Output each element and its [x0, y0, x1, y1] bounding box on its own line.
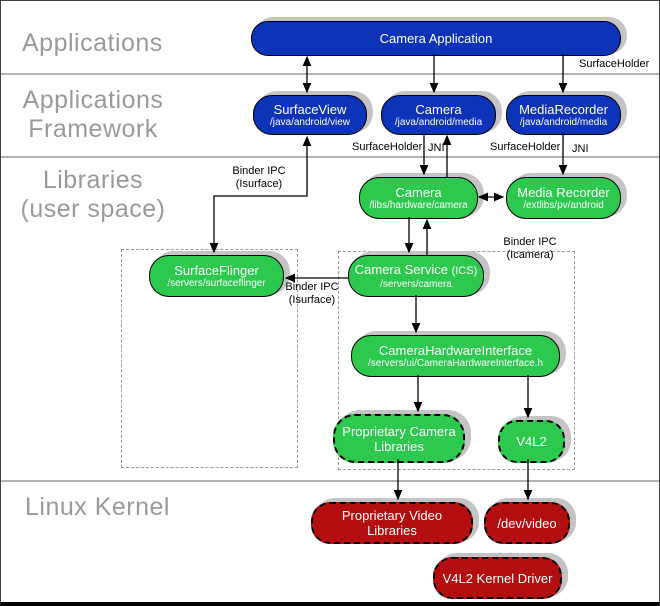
layer-label-libraries: Libraries (user space) [17, 166, 169, 224]
node-v4l2-kernel-driver: V4L2 Kernel Driver [433, 557, 562, 599]
node-camera-service-title: Camera Service (ICS) [354, 261, 478, 277]
separator-applications-framework [1, 73, 659, 75]
layer-label-linux-kernel: Linux Kernel [25, 493, 170, 521]
node-proprietary-video-libraries-title: Proprietary Video Libraries [341, 508, 443, 538]
node-proprietary-camera-libraries-title: Proprietary Camera Libraries [342, 423, 456, 454]
node-v4l2-kernel-driver-title: V4L2 Kernel Driver [442, 570, 553, 586]
node-surfaceview-title: SurfaceView [273, 101, 347, 117]
node-camera-libs: Camera /libs/hardware/camera [359, 177, 478, 219]
node-camera-hardware-interface-path: /servers/ui/CameraHardwareInterface.h [367, 357, 544, 369]
node-camera-hardware-interface: CameraHardwareInterface /servers/ui/Came… [351, 335, 560, 377]
separator-framework-libraries [1, 156, 659, 158]
surfaceflinger-group-box [121, 249, 298, 468]
node-camera-libs-path: /libs/hardware/camera [369, 199, 468, 211]
layer-label-framework-line1: Applications [22, 86, 164, 114]
edge-label-binder-ipc-isurface-upper-line1: Binder IPC [232, 165, 286, 177]
node-v4l2-title: V4L2 [516, 434, 547, 449]
layer-label-applications-framework: Applications Framework [17, 86, 169, 144]
node-media-recorder-native-title: Media Recorder [517, 184, 610, 200]
node-camera-service-suffix: (ICS) [451, 264, 478, 277]
edge-label-binder-ipc-icamera-line2: (Icamera) [506, 249, 554, 261]
node-surfaceflinger: SurfaceFlinger /servers/surfaceflinger [149, 255, 284, 297]
node-mediarecorder-java-title: MediaRecorder [519, 101, 608, 117]
node-camera-application-title: Camera Application [379, 31, 493, 46]
node-v4l2: V4L2 [498, 420, 565, 463]
camera-service-group-box [338, 251, 575, 470]
node-proprietary-video-libraries: Proprietary Video Libraries [311, 502, 473, 544]
edge-label-binder-ipc-icamera-line1: Binder IPC [503, 236, 557, 248]
edge-label-binder-ipc-icamera: Binder IPC (Icamera) [485, 236, 575, 262]
node-camera-service-path: /servers/camera [380, 278, 452, 290]
node-camera-hardware-interface-title: CameraHardwareInterface [378, 342, 533, 358]
node-mediarecorder-java: MediaRecorder /java/android/media [506, 95, 621, 135]
edge-label-surfaceholder-top: SurfaceHolder [579, 58, 650, 70]
node-camera-application: Camera Application [251, 21, 621, 56]
node-proprietary-camera-libraries: Proprietary Camera Libraries [333, 414, 465, 463]
node-mediarecorder-java-path: /java/android/media [519, 116, 608, 128]
layer-label-framework-line2: Framework [28, 115, 158, 143]
node-camera-service: Camera Service (ICS) /servers/camera [348, 255, 484, 297]
layer-label-libraries-line1: Libraries [42, 166, 144, 194]
node-surfaceview: SurfaceView /java/android/view [253, 95, 367, 135]
node-surfaceview-path: /java/android/view [269, 116, 351, 128]
layer-label-libraries-line2: (user space) [20, 195, 166, 223]
node-media-recorder-native: Media Recorder /extlibs/pv/android [506, 177, 621, 219]
edge-label-surfaceholder-mediarecorder: SurfaceHolder [490, 141, 561, 153]
edge-label-binder-ipc-isurface-lower: Binder IPC (Isurface) [267, 281, 357, 307]
edge-label-surfaceholder-camera: SurfaceHolder [352, 141, 423, 153]
node-dev-video: /dev/video [484, 502, 570, 544]
node-camera-java: Camera /java/android/media [381, 95, 496, 135]
node-camera-java-path: /java/android/media [394, 116, 483, 128]
edge-label-binder-ipc-isurface-lower-line1: Binder IPC [285, 281, 339, 293]
node-surfaceflinger-path: /servers/surfaceflinger [167, 277, 266, 289]
edge-label-binder-ipc-isurface-lower-line2: (Isurface) [288, 294, 336, 306]
arrow-surfaceview-surfaceflinger-binder [209, 135, 312, 254]
node-dev-video-title: /dev/video [497, 515, 557, 531]
layer-label-applications: Applications [22, 29, 163, 57]
edge-label-binder-ipc-isurface-upper-line2: (Isurface) [235, 178, 283, 190]
edge-label-jni-mediarecorder: JNI [572, 143, 589, 155]
node-media-recorder-native-path: /extlibs/pv/android [523, 199, 604, 211]
node-camera-libs-title: Camera [395, 184, 442, 200]
edge-label-jni-camera: JNI [428, 142, 445, 154]
edge-label-binder-ipc-isurface-upper: Binder IPC (Isurface) [214, 165, 304, 191]
node-camera-java-title: Camera [415, 101, 462, 117]
separator-libraries-kernel [1, 480, 659, 482]
node-surfaceflinger-title: SurfaceFlinger [174, 262, 259, 278]
